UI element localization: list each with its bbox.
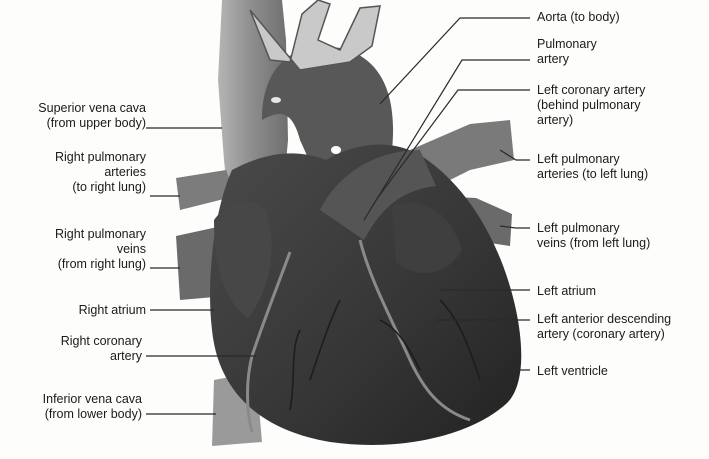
label-aorta: Aorta (to body) xyxy=(537,10,620,25)
label-left-pulmonary-arteries: Left pulmonary arteries (to left lung) xyxy=(537,152,648,182)
label-right-atrium: Right atrium xyxy=(6,303,146,318)
label-left-anterior-descending: Left anterior descending artery (coronar… xyxy=(537,312,671,342)
label-right-coronary-artery: Right coronary artery xyxy=(6,334,142,364)
label-left-coronary-artery: Left coronary artery (behind pulmonary a… xyxy=(537,83,645,128)
label-right-pulmonary-arteries: Right pulmonary arteries (to right lung) xyxy=(6,150,146,195)
label-left-atrium: Left atrium xyxy=(537,284,596,299)
label-left-pulmonary-veins: Left pulmonary veins (from left lung) xyxy=(537,221,650,251)
label-right-pulmonary-veins: Right pulmonary veins (from right lung) xyxy=(6,227,146,272)
label-superior-vena-cava: Superior vena cava (from upper body) xyxy=(6,101,146,131)
label-inferior-vena-cava: Inferior vena cava (from lower body) xyxy=(6,392,142,422)
label-pulmonary-artery: Pulmonary artery xyxy=(537,37,597,67)
label-left-ventricle: Left ventricle xyxy=(537,364,608,379)
